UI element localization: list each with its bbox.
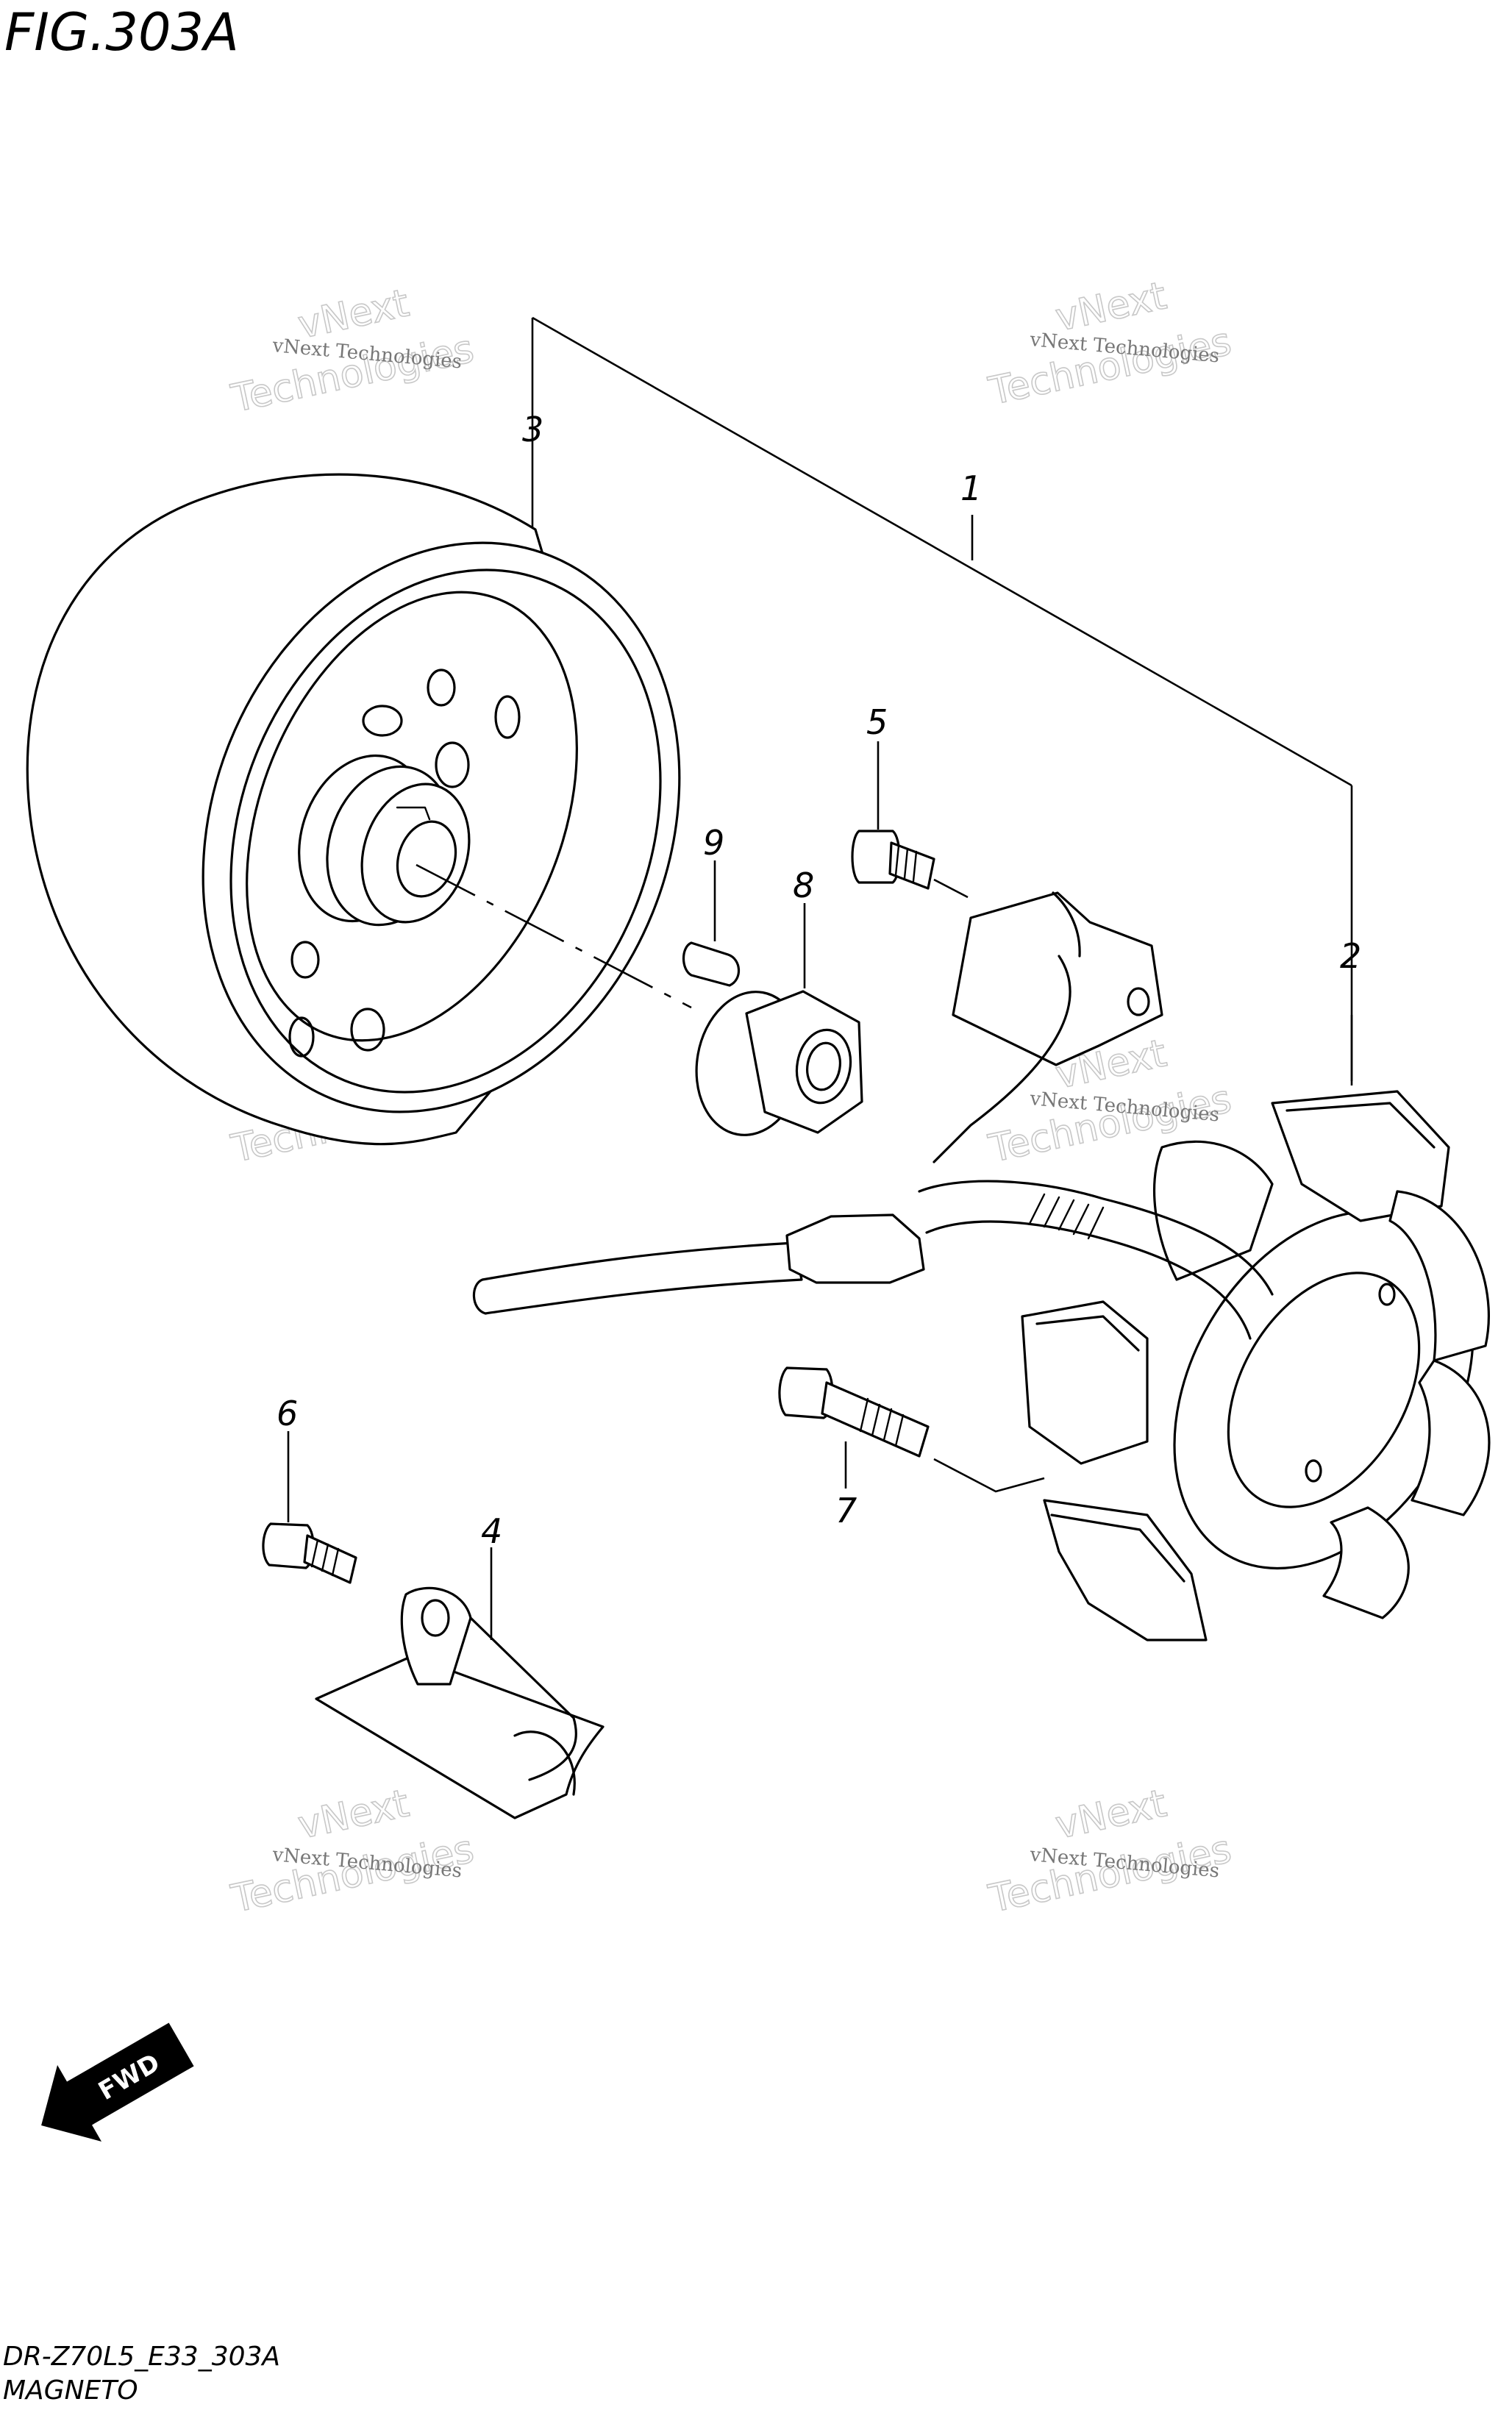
callout-3: 3 <box>522 410 543 449</box>
wire-clamp <box>315 1547 605 1819</box>
screw-5 <box>851 741 969 899</box>
screw-7 <box>778 1366 1045 1493</box>
forward-arrow: FWD <box>41 2022 194 2142</box>
callout-2: 2 <box>1340 936 1361 976</box>
watermark-big-line1: vNext <box>1052 1781 1170 1847</box>
watermark-top-right: vNext Technologies vNext Technologies <box>984 274 1235 415</box>
flywheel-nut <box>695 903 863 1136</box>
arrow-icon <box>41 2022 194 2142</box>
watermark-top-left: vNext Technologies vNext Technologies <box>227 281 478 422</box>
watermark-big-line2: Technologies <box>985 320 1235 414</box>
callout-9: 9 <box>703 823 724 863</box>
watermark-low-right: vNext Technologies vNext Technologies <box>984 1781 1235 1922</box>
callout-8: 8 <box>793 866 814 905</box>
callout-6: 6 <box>277 1394 298 1433</box>
figure-title: FIG.303A <box>4 2 239 63</box>
watermark-low-left: vNext Technologies vNext Technologies <box>227 1781 478 1922</box>
woodruff-key <box>682 860 741 987</box>
stator-coil <box>1021 1015 1491 1641</box>
callout-5: 5 <box>866 702 888 742</box>
callout-1: 1 <box>960 468 982 508</box>
center-axis <box>416 863 692 1009</box>
pulser-coil <box>932 891 1163 1163</box>
callout-7: 7 <box>835 1491 857 1530</box>
figure-code: DR-Z70L5_E33_303A <box>3 2342 280 2372</box>
callout-4: 4 <box>481 1511 502 1551</box>
flywheel-rotor <box>26 473 681 1146</box>
screw-6 <box>262 1431 357 1584</box>
callout-labels: 1 2 3 4 5 6 7 8 9 <box>277 410 1361 1551</box>
watermark-big-line1: vNext <box>294 1781 413 1847</box>
lead-wire <box>472 1180 1274 1340</box>
figure-name: MAGNETO <box>3 2375 138 2406</box>
watermark-big-line1: vNext <box>1052 274 1170 340</box>
